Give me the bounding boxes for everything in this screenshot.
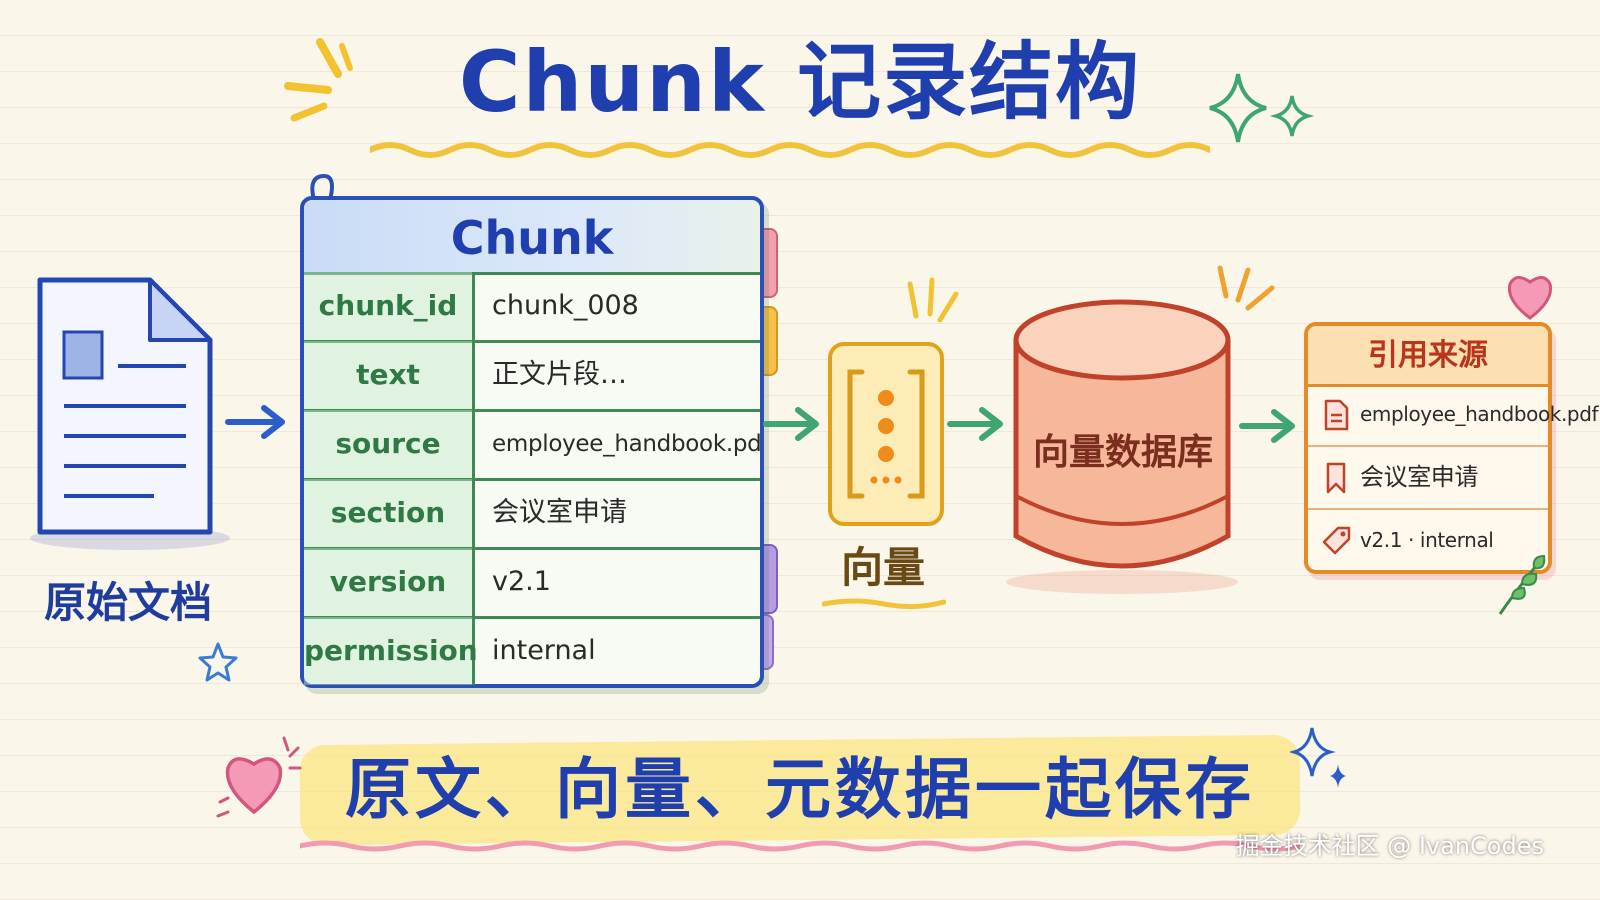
citation-text: v2.1 · internal xyxy=(1360,528,1494,552)
database-label: 向量数据库 xyxy=(1032,432,1213,473)
citation-header: 引用来源 xyxy=(1308,326,1548,387)
citation-card: 引用来源 employee_handbook.pdf 会议室申请 v2.1 · … xyxy=(1304,322,1599,574)
chunk-value: internal xyxy=(492,635,596,666)
spark-lines-icon xyxy=(1217,265,1275,311)
pdf-file-icon xyxy=(1324,399,1349,431)
citation-item: 会议室申请 xyxy=(1308,447,1548,510)
chunk-value: 正文片段… xyxy=(492,359,627,390)
chunk-key: version xyxy=(304,548,475,616)
chunk-value: v2.1 xyxy=(492,566,551,597)
database-icon xyxy=(1006,299,1238,594)
vector-label: 向量 xyxy=(840,543,925,592)
spark-lines-icon xyxy=(907,277,959,323)
document-icon xyxy=(30,277,230,550)
bottom-caption: 原文、向量、元数据一起保存 xyxy=(345,751,1255,828)
chunk-row-text: text 正文片段… xyxy=(304,341,760,412)
watermark: 掘金技术社区 @ IvanCodes xyxy=(1235,832,1544,860)
chunk-key: section xyxy=(304,479,475,547)
chunk-key: text xyxy=(304,341,475,409)
leaf-icon xyxy=(1498,554,1546,615)
citation-item: v2.1 · internal xyxy=(1308,510,1548,571)
chunk-card: Chunk chunk_id chunk_008 text 正文片段… sour… xyxy=(300,196,764,688)
chunk-value: employee_handbook.pdf xyxy=(492,431,760,457)
star-icon xyxy=(198,642,238,682)
arrow-right-icon xyxy=(225,405,285,439)
vector-box xyxy=(828,342,944,526)
heart-icon xyxy=(216,736,302,818)
chunk-row-version: version v2.1 xyxy=(304,548,760,619)
heart-icon xyxy=(1507,276,1553,320)
chunk-row-section: section 会议室申请 xyxy=(304,479,760,550)
vector-underline xyxy=(822,598,946,610)
arrow-right-icon xyxy=(1239,409,1295,443)
chunk-row-chunk-id: chunk_id chunk_008 xyxy=(304,272,760,343)
chunk-row-source: source employee_handbook.pdf xyxy=(304,410,760,481)
title-underline xyxy=(370,142,1210,158)
chunk-key: source xyxy=(304,410,475,478)
citation-text: employee_handbook.pdf xyxy=(1360,402,1599,426)
spark-lines-icon xyxy=(284,38,353,122)
page-title: Chunk 记录结构 xyxy=(458,33,1142,131)
sparkle-icon xyxy=(1209,73,1315,143)
chunk-header: Chunk xyxy=(304,200,760,275)
chunk-value: 会议室申请 xyxy=(492,497,627,528)
arrow-right-icon xyxy=(763,407,819,441)
bookmark-icon xyxy=(1326,462,1346,494)
chunk-key: chunk_id xyxy=(304,272,475,340)
vector-bracket-icon xyxy=(847,369,925,499)
chunk-key: permission xyxy=(304,617,478,685)
arrow-right-icon xyxy=(947,407,1003,441)
tag-icon xyxy=(1322,526,1351,555)
sparkle-icon xyxy=(1290,727,1346,788)
caption-underline xyxy=(300,840,1300,852)
citation-item: employee_handbook.pdf xyxy=(1308,384,1599,447)
chunk-value: chunk_008 xyxy=(492,290,639,321)
chunk-row-permission: permission internal xyxy=(304,617,760,685)
citation-text: 会议室申请 xyxy=(1360,463,1478,491)
document-label: 原始文档 xyxy=(43,578,212,627)
